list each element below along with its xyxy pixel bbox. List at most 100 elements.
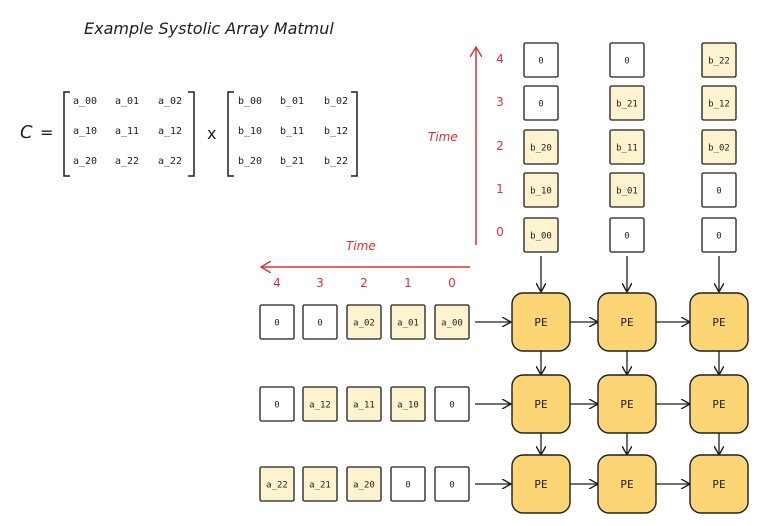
matrix-a-entry: a_00 xyxy=(73,96,97,107)
b-input-columns: 00b_20b_10b_000b_21b_11b_010b_22b_12b_02… xyxy=(523,42,737,253)
pe-label: PE xyxy=(712,316,725,329)
matrix-b-entry: b_02 xyxy=(324,96,348,107)
matrix-b-entry: b_11 xyxy=(280,126,304,137)
matrix-a-left-bracket xyxy=(63,91,70,177)
matrix-b-entry: b_12 xyxy=(324,126,348,137)
vertical-time-tick: 1 xyxy=(496,182,504,196)
a-cell-box xyxy=(302,466,338,502)
b-cell-box xyxy=(701,129,737,165)
a-cell-label: a_22 xyxy=(266,481,288,491)
a-cell-label: 0 xyxy=(274,401,279,411)
b-cell-box xyxy=(701,172,737,208)
a-cell-box xyxy=(302,304,338,340)
b-cell-label: b_01 xyxy=(616,187,638,197)
pe-box xyxy=(597,374,657,434)
a-cell-box xyxy=(346,386,382,422)
b-cell-label: b_00 xyxy=(530,232,552,242)
pe-label: PE xyxy=(534,478,547,491)
b-cell-box xyxy=(701,85,737,121)
b-cell-box xyxy=(523,217,559,253)
equation-lhs: C xyxy=(20,122,33,143)
horizontal-time-tick: 3 xyxy=(316,276,324,290)
pe-box xyxy=(597,292,657,352)
pe-box xyxy=(689,454,749,514)
matrix-a-entry: a_22 xyxy=(158,156,182,167)
matrix-b-entry: b_01 xyxy=(280,96,304,107)
pe-label: PE xyxy=(534,316,547,329)
a-cell-label: 0 xyxy=(274,319,279,329)
a-cell-box xyxy=(390,466,426,502)
matrix-a-entry: a_02 xyxy=(158,96,182,107)
matrix-a-right-bracket xyxy=(188,91,195,177)
b-cell-label: 0 xyxy=(624,232,629,242)
pe-label: PE xyxy=(712,398,725,411)
b-cell-box xyxy=(523,129,559,165)
pe-box xyxy=(597,454,657,514)
a-cell-box xyxy=(346,466,382,502)
matrix-b-entry: b_20 xyxy=(238,156,262,167)
pe-box xyxy=(689,374,749,434)
matrix-b-entry: b_00 xyxy=(238,96,262,107)
equation-times: x xyxy=(207,124,216,143)
matrix-b-entry: b_21 xyxy=(280,156,304,167)
a-cell-box xyxy=(434,386,470,422)
vertical-time-label: Time xyxy=(428,130,458,144)
a-cell-label: 0 xyxy=(449,401,454,411)
b-cell-label: 0 xyxy=(716,232,721,242)
equation-equals: = xyxy=(40,123,53,142)
vertical-time-tick: 2 xyxy=(496,139,504,153)
horizontal-time-label: Time xyxy=(346,239,376,253)
a-cell-label: a_21 xyxy=(309,481,331,491)
b-cell-label: b_02 xyxy=(708,144,730,154)
a-cell-box xyxy=(434,466,470,502)
horizontal-time-tick: 0 xyxy=(448,276,456,290)
a-cell-box xyxy=(259,466,295,502)
b-cell-label: 0 xyxy=(716,187,721,197)
b-cell-label: b_11 xyxy=(616,144,638,154)
a-cell-label: 0 xyxy=(317,319,322,329)
a-cell-label: 0 xyxy=(405,481,410,491)
a-cell-box xyxy=(390,304,426,340)
pe-box xyxy=(511,374,571,434)
b-cell-label: 0 xyxy=(624,57,629,67)
pe-box xyxy=(511,292,571,352)
b-cell-box xyxy=(701,217,737,253)
b-cell-label: 0 xyxy=(538,57,543,67)
pe-box xyxy=(511,454,571,514)
pe-label: PE xyxy=(534,398,547,411)
a-cell-box xyxy=(434,304,470,340)
matrix-b-left-bracket xyxy=(227,91,234,177)
matrix-b-entry: b_22 xyxy=(324,156,348,167)
matrix-a-entry: a_01 xyxy=(115,96,139,107)
b-cell-label: b_22 xyxy=(708,57,730,67)
b-cell-label: 0 xyxy=(538,100,543,110)
horizontal-time-tick: 1 xyxy=(404,276,412,290)
pe-label: PE xyxy=(620,316,633,329)
a-cell-box xyxy=(259,304,295,340)
dataflow-arrows xyxy=(475,256,719,484)
a-cell-label: a_00 xyxy=(441,319,463,329)
matrix-a-entry: a_20 xyxy=(73,156,97,167)
horizontal-time-tick: 2 xyxy=(360,276,368,290)
b-cell-box xyxy=(523,172,559,208)
a-cell-label: a_20 xyxy=(353,481,375,491)
matrix-b-right-bracket xyxy=(351,91,358,177)
pe-box xyxy=(689,292,749,352)
page-title: Example Systolic Array Matmul xyxy=(84,19,334,38)
a-cell-box xyxy=(302,386,338,422)
matrix-a-entry: a_22 xyxy=(115,156,139,167)
a-cell-box xyxy=(259,386,295,422)
matrix-a-entry: a_10 xyxy=(73,126,97,137)
a-cell-box xyxy=(390,386,426,422)
b-cell-box xyxy=(523,85,559,121)
